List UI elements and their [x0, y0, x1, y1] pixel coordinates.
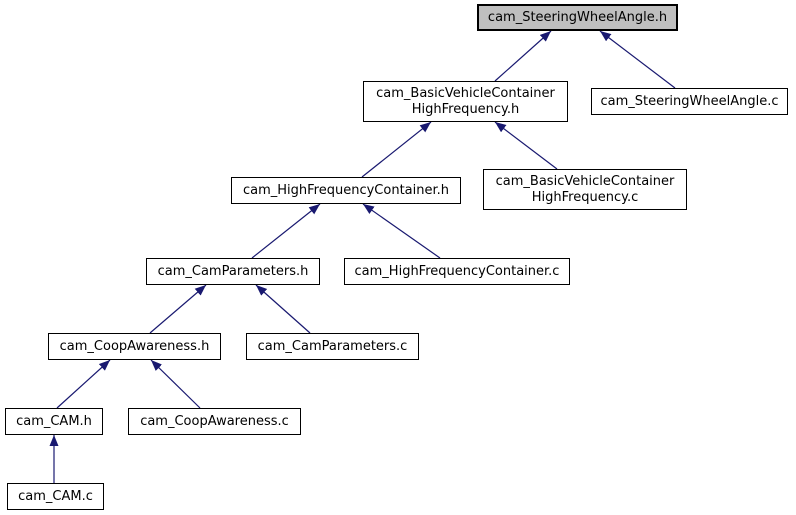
- include-edge-cam_CoopAwareness_c-to-cam_CoopAwareness_h: [150, 359, 201, 409]
- graph-node-label: cam_CamParameters.h: [157, 263, 309, 279]
- graph-node-label: HighFrequency.c: [531, 189, 639, 205]
- graph-node-cam_CamParameters_h[interactable]: cam_CamParameters.h: [146, 258, 320, 285]
- graph-node-cam_SteeringWheelAngle_h: cam_SteeringWheelAngle.h: [477, 4, 678, 31]
- graph-node-label: cam_SteeringWheelAngle.h: [487, 9, 668, 25]
- graph-node-label: cam_CamParameters.c: [257, 338, 408, 354]
- graph-node-label: cam_HighFrequencyContainer.c: [354, 263, 560, 279]
- graph-node-label: cam_CoopAwareness.c: [140, 413, 289, 429]
- graph-node-label: cam_HighFrequencyContainer.h: [242, 182, 450, 198]
- include-edge-cam_CamParameters_h-to-cam_HighFrequencyContainer_h: [251, 203, 321, 259]
- include-edge-cam_CAM_h-to-cam_CoopAwareness_h: [56, 359, 111, 409]
- include-edge-cam_CamParameters_c-to-cam_CamParameters_h: [255, 284, 311, 334]
- graph-node-label: HighFrequency.h: [411, 101, 520, 117]
- include-edge-cam_BasicVehicleContainerHighFrequency_h-to-cam_SteeringWheelAngle_h: [494, 30, 552, 82]
- graph-node-cam_CoopAwareness_c[interactable]: cam_CoopAwareness.c: [128, 408, 301, 435]
- graph-node-cam_CAM_h[interactable]: cam_CAM.h: [5, 408, 103, 435]
- include-edge-cam_HighFrequencyContainer_c-to-cam_HighFrequencyContainer_h: [362, 203, 441, 259]
- graph-node-label: cam_BasicVehicleContainer: [495, 173, 675, 189]
- graph-node-cam_SteeringWheelAngle_c[interactable]: cam_SteeringWheelAngle.c: [591, 88, 788, 115]
- include-edge-cam_HighFrequencyContainer_h-to-cam_BasicVehicleContainerHighFrequency_h: [361, 121, 432, 178]
- graph-node-cam_CoopAwareness_h[interactable]: cam_CoopAwareness.h: [48, 333, 221, 360]
- graph-node-label: cam_CoopAwareness.h: [59, 338, 210, 354]
- graph-node-cam_CAM_c[interactable]: cam_CAM.c: [7, 483, 104, 510]
- graph-node-cam_HighFrequencyContainer_h[interactable]: cam_HighFrequencyContainer.h: [231, 177, 461, 204]
- include-edge-cam_BasicVehicleContainerHighFrequency_c-to-cam_BasicVehicleContainerHighFrequency_h: [494, 121, 558, 170]
- include-edge-cam_CoopAwareness_h-to-cam_CamParameters_h: [149, 284, 207, 334]
- graph-node-label: cam_SteeringWheelAngle.c: [600, 93, 779, 109]
- include-edge-cam_SteeringWheelAngle_c-to-cam_SteeringWheelAngle_h: [599, 30, 676, 89]
- graph-node-cam_HighFrequencyContainer_c[interactable]: cam_HighFrequencyContainer.c: [344, 258, 570, 285]
- graph-node-label: cam_BasicVehicleContainer: [376, 85, 555, 101]
- graph-node-label: cam_CAM.c: [18, 488, 93, 504]
- graph-node-cam_CamParameters_c[interactable]: cam_CamParameters.c: [246, 333, 419, 360]
- graph-node-label: cam_CAM.h: [16, 413, 92, 429]
